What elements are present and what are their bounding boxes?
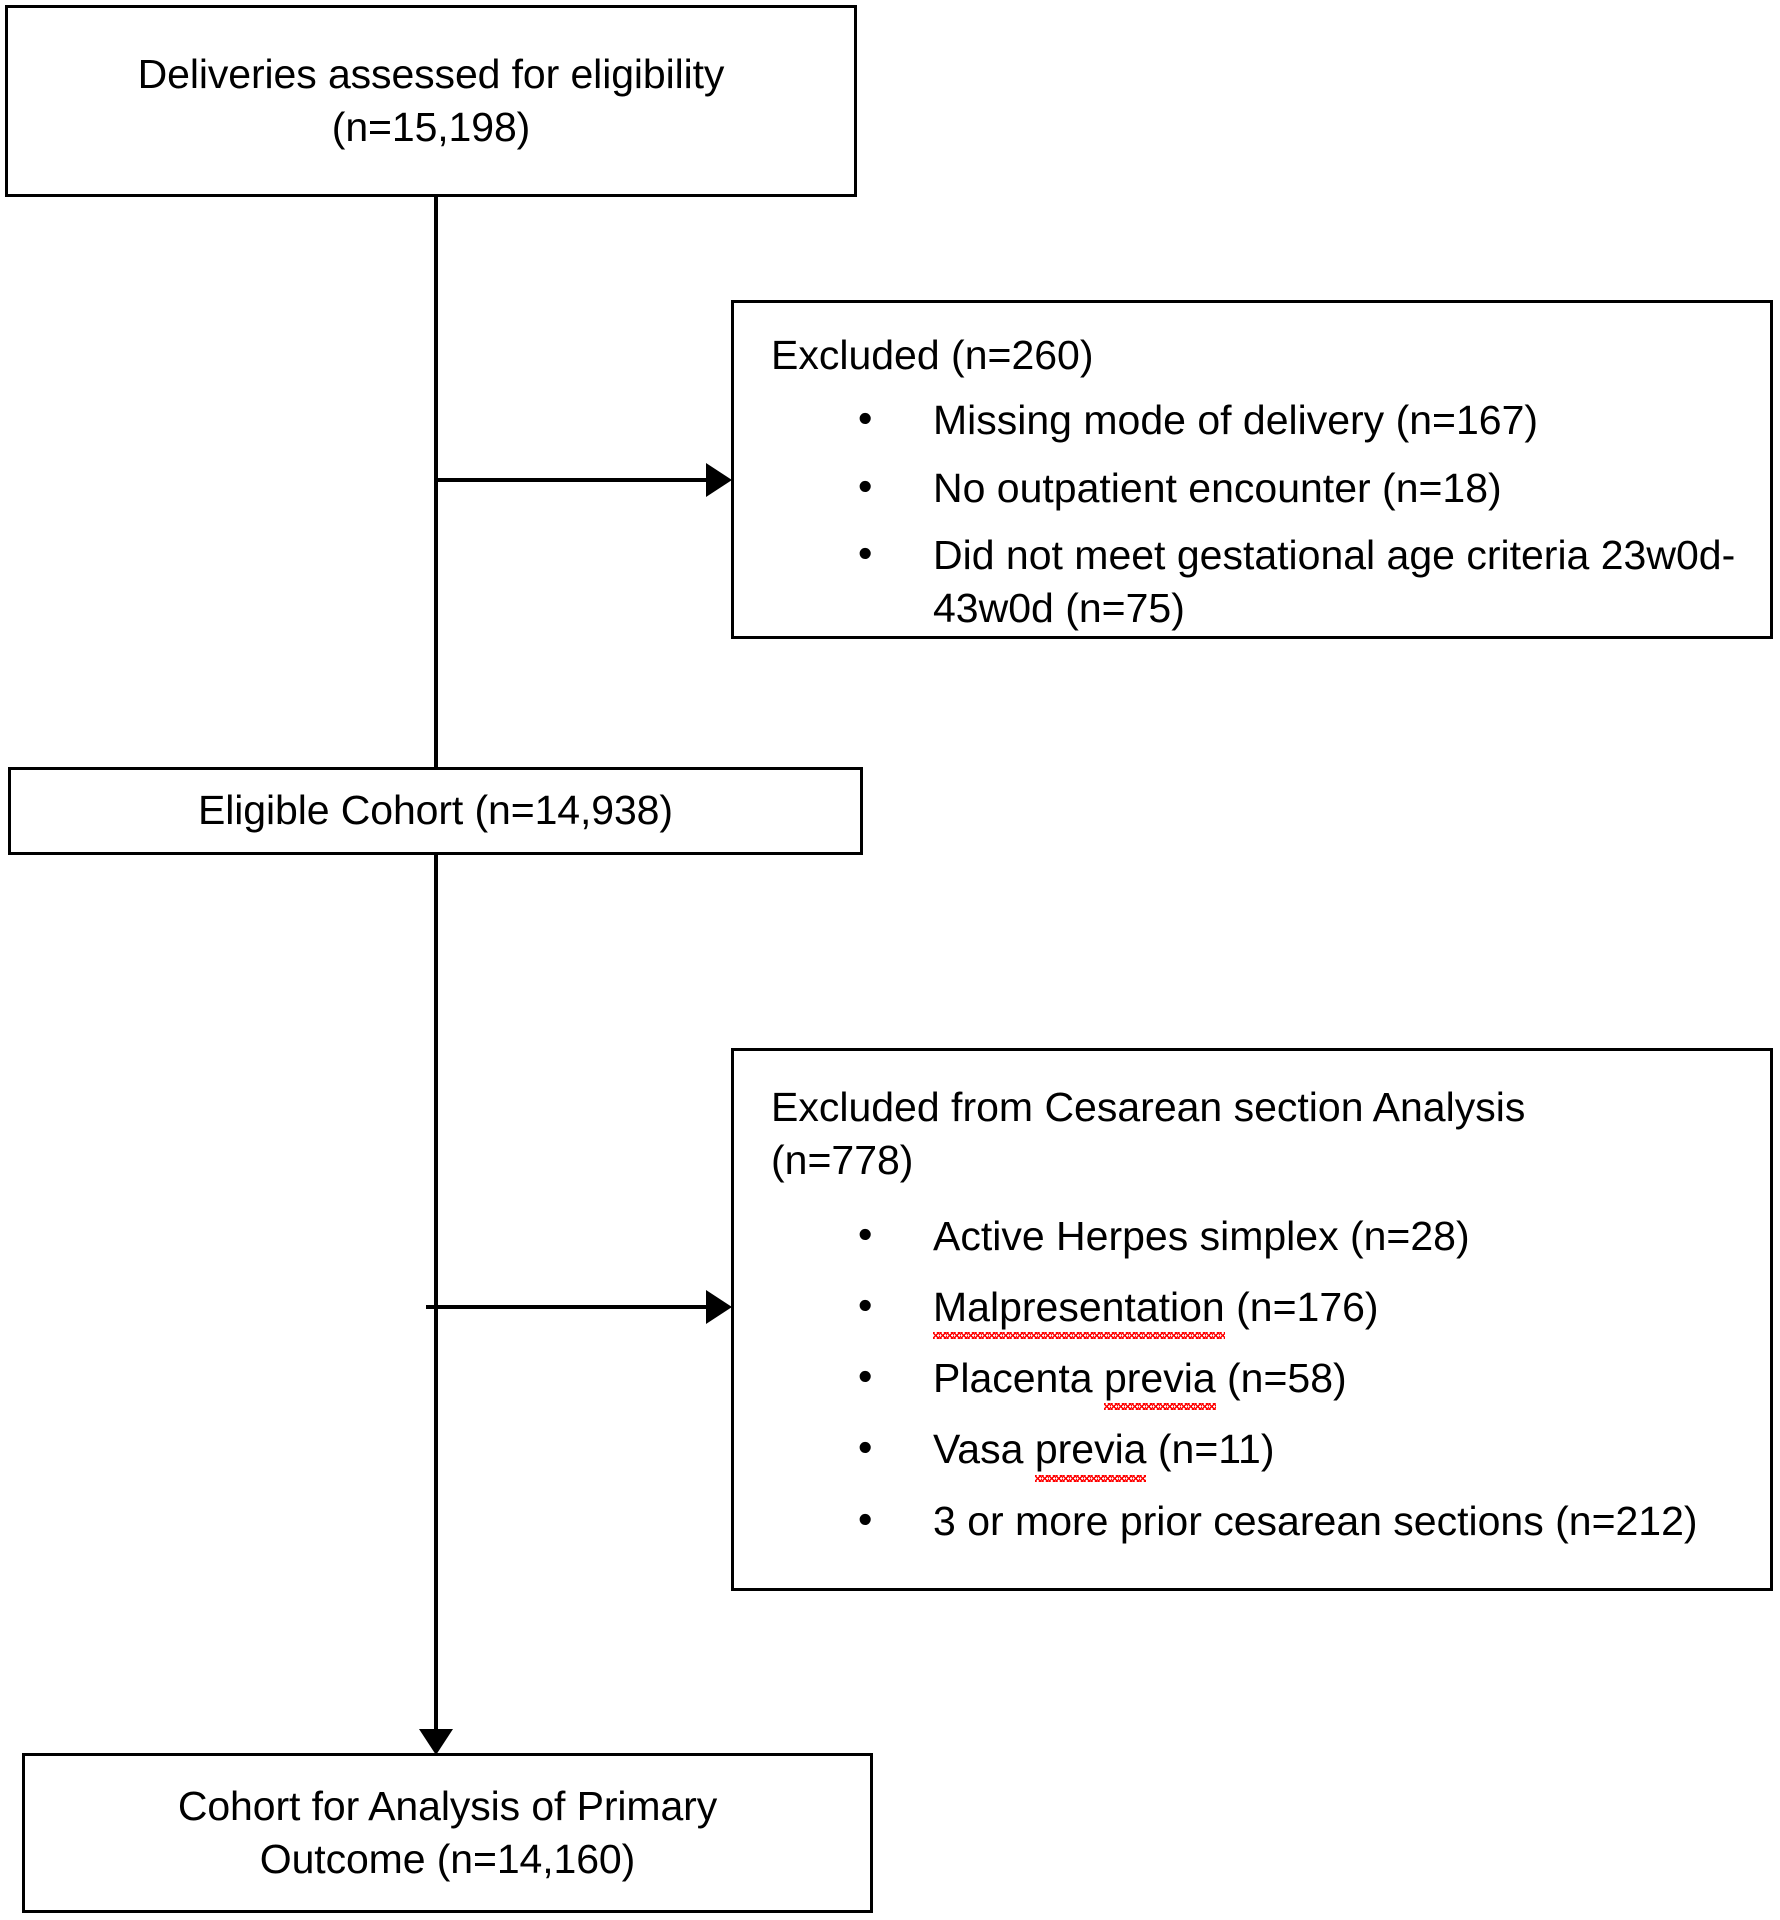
node-eligible-cohort: Eligible Cohort (n=14,938) [8, 767, 863, 855]
misspelled-word: previa [1034, 1423, 1146, 1483]
list-item-prefix: Active Herpes simplex (n=28) [933, 1212, 1470, 1259]
list-item-label: Missing mode of delivery (n=167) [933, 397, 1539, 444]
list-item-label: Did not meet gestational age criteria 23… [933, 531, 1736, 632]
list-item-label: No outpatient encounter (n=18) [933, 464, 1502, 511]
node-excluded-cesarean-heading: Excluded from Cesarean section Analysis … [771, 1084, 1526, 1184]
connector-trunk-lower [434, 855, 438, 1735]
node-primary-outcome-cohort: Cohort for Analysis of Primary Outcome (… [22, 1753, 873, 1913]
excluded-eligibility-list: Missing mode of delivery (n=167) No outp… [734, 392, 1770, 636]
misspelled-word: previa [1103, 1352, 1216, 1411]
arrowhead-right-excluded-2 [706, 1290, 732, 1324]
arrowhead-right-excluded-1 [706, 463, 732, 497]
list-item-prefix: 3 or more prior cesarean sections (n=212… [933, 1497, 1698, 1544]
connector-branch-excluded-2 [426, 1305, 708, 1309]
node-excluded-eligibility-heading: Excluded (n=260) [771, 332, 1094, 378]
list-item: Placenta previa (n=58) [734, 1350, 1770, 1411]
node-primary-outcome-cohort-label: Cohort for Analysis of Primary Outcome (… [177, 1782, 718, 1882]
list-item-suffix: (n=58) [1215, 1355, 1347, 1402]
excluded-cesarean-list: Active Herpes simplex (n=28) Malpresenta… [734, 1208, 1770, 1548]
list-item-suffix: (n=176) [1224, 1283, 1379, 1330]
connector-branch-excluded-1 [434, 478, 708, 482]
node-excluded-eligibility: Excluded (n=260) Missing mode of deliver… [731, 300, 1773, 639]
node-deliveries-assessed: Deliveries assessed for eligibility (n=1… [5, 5, 857, 197]
list-item: No outpatient encounter (n=18) [734, 460, 1770, 515]
list-item-prefix: Vasa [933, 1426, 1035, 1473]
list-item-suffix: (n=11) [1146, 1426, 1275, 1473]
connector-trunk-upper [434, 197, 438, 769]
list-item: Vasa previa (n=11) [734, 1421, 1770, 1483]
list-item: Missing mode of delivery (n=167) [734, 392, 1770, 447]
node-deliveries-assessed-label: Deliveries assessed for eligibility (n=1… [137, 50, 725, 150]
node-excluded-cesarean: Excluded from Cesarean section Analysis … [731, 1048, 1773, 1591]
arrowhead-down-outcome [419, 1729, 453, 1755]
list-item: Malpresentation (n=176) [734, 1279, 1770, 1340]
list-item: Did not meet gestational age criteria 23… [734, 527, 1770, 636]
misspelled-word: Malpresentation [933, 1281, 1225, 1340]
list-item: 3 or more prior cesarean sections (n=212… [734, 1493, 1770, 1548]
list-item: Active Herpes simplex (n=28) [734, 1208, 1770, 1263]
list-item-prefix: Placenta [933, 1355, 1104, 1402]
node-eligible-cohort-label: Eligible Cohort (n=14,938) [198, 787, 673, 834]
